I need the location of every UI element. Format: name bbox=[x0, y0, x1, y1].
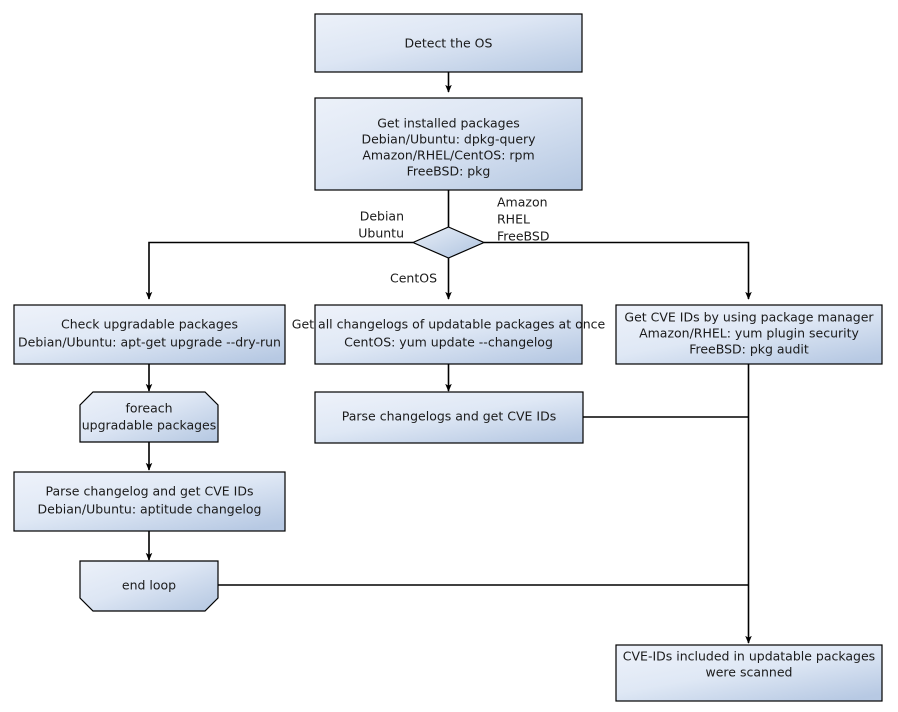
node-get-all-changelogs-shape bbox=[314, 304, 583, 365]
node-end-loop-shape bbox=[79, 560, 219, 612]
node-parse-changelogs-all-shape bbox=[314, 391, 584, 444]
node-get-installed-packages-line-2: Amazon/RHEL/CentOS: rpm bbox=[362, 148, 534, 163]
node-detect-os-shape bbox=[314, 13, 583, 73]
edge-label-debian-ubuntu: Debian Ubuntu bbox=[358, 209, 404, 241]
node-parse-changelog-single-line-1: Debian/Ubuntu: aptitude changelog bbox=[38, 502, 262, 517]
node-check-upgradable-line-1: Debian/Ubuntu: apt-get upgrade --dry-run bbox=[18, 335, 281, 350]
node-os-decision-shape bbox=[411, 226, 486, 259]
node-foreach-loop-start-line-0: foreach bbox=[125, 401, 172, 416]
node-check-upgradable-line-0: Check upgradable packages bbox=[61, 317, 238, 332]
node-scan-result-line-1: were scanned bbox=[706, 665, 793, 680]
edge-label-ubuntu: Ubuntu bbox=[358, 226, 404, 241]
node-get-cve-ids-pkg-manager-line-1: Amazon/RHEL: yum plugin security bbox=[639, 326, 859, 341]
node-foreach-loop-start-line-1: upgradable packages bbox=[82, 418, 217, 433]
node-get-installed-packages-line-3: FreeBSD: pkg bbox=[407, 164, 491, 179]
node-get-all-changelogs-line-1: CentOS: yum update --changelog bbox=[344, 335, 553, 350]
node-foreach-loop-start[interactable]: foreach upgradable packages bbox=[79, 391, 219, 443]
node-scan-result-line-0: CVE-IDs included in updatable packages bbox=[623, 649, 875, 664]
node-foreach-loop-start-shape bbox=[79, 391, 219, 443]
edge-label-debian: Debian bbox=[360, 209, 404, 224]
node-get-cve-ids-pkg-manager[interactable]: Get CVE IDs by using package manager Ama… bbox=[615, 304, 883, 365]
node-check-upgradable[interactable]: Check upgradable packages Debian/Ubuntu:… bbox=[13, 304, 286, 365]
edge-label-amazon: Amazon bbox=[497, 195, 548, 210]
connector-decision-to-check-upgradable bbox=[145, 241, 413, 300]
edge-label-freebsd: FreeBSD bbox=[497, 229, 549, 244]
node-get-cve-ids-pkg-manager-shape bbox=[615, 304, 883, 365]
edge-label-rhel: RHEL bbox=[497, 212, 530, 227]
node-detect-os[interactable]: Detect the OS bbox=[314, 13, 583, 73]
node-get-installed-packages-line-0: Get installed packages bbox=[377, 116, 520, 131]
node-get-cve-ids-pkg-manager-line-2: FreeBSD: pkg audit bbox=[689, 342, 809, 357]
node-get-all-changelogs[interactable]: Get all changelogs of updatable packages… bbox=[292, 304, 606, 365]
node-detect-os-line-0: Detect the OS bbox=[405, 36, 493, 51]
node-get-all-changelogs-line-0: Get all changelogs of updatable packages… bbox=[292, 317, 606, 332]
node-check-upgradable-shape bbox=[13, 304, 286, 365]
node-end-loop-line-0: end loop bbox=[122, 578, 176, 593]
node-get-installed-packages[interactable]: Get installed packages Debian/Ubuntu: dp… bbox=[314, 97, 583, 191]
node-parse-changelog-single-line-0: Parse changelog and get CVE IDs bbox=[46, 484, 254, 499]
node-os-decision[interactable] bbox=[411, 226, 486, 259]
node-get-installed-packages-line-1: Debian/Ubuntu: dpkg-query bbox=[361, 132, 536, 147]
node-parse-changelog-single-shape bbox=[13, 471, 286, 532]
edge-label-amazon-rhel-freebsd: Amazon RHEL FreeBSD bbox=[497, 195, 549, 244]
node-get-installed-packages-shape bbox=[314, 97, 583, 191]
node-scan-result-shape bbox=[615, 644, 883, 702]
node-scan-result[interactable]: CVE-IDs included in updatable packages w… bbox=[615, 644, 883, 702]
node-end-loop[interactable]: end loop bbox=[79, 560, 219, 612]
node-parse-changelogs-all[interactable]: Parse changelogs and get CVE IDs bbox=[314, 391, 584, 444]
edge-label-centos: CentOS bbox=[390, 271, 437, 286]
connector-decision-to-cve-pkg-manager bbox=[484, 241, 752, 300]
node-get-cve-ids-pkg-manager-line-0: Get CVE IDs by using package manager bbox=[624, 310, 874, 325]
node-parse-changelog-single[interactable]: Parse changelog and get CVE IDs Debian/U… bbox=[13, 471, 286, 532]
connector-layer bbox=[145, 72, 752, 644]
node-parse-changelogs-all-line-0: Parse changelogs and get CVE IDs bbox=[342, 409, 556, 424]
